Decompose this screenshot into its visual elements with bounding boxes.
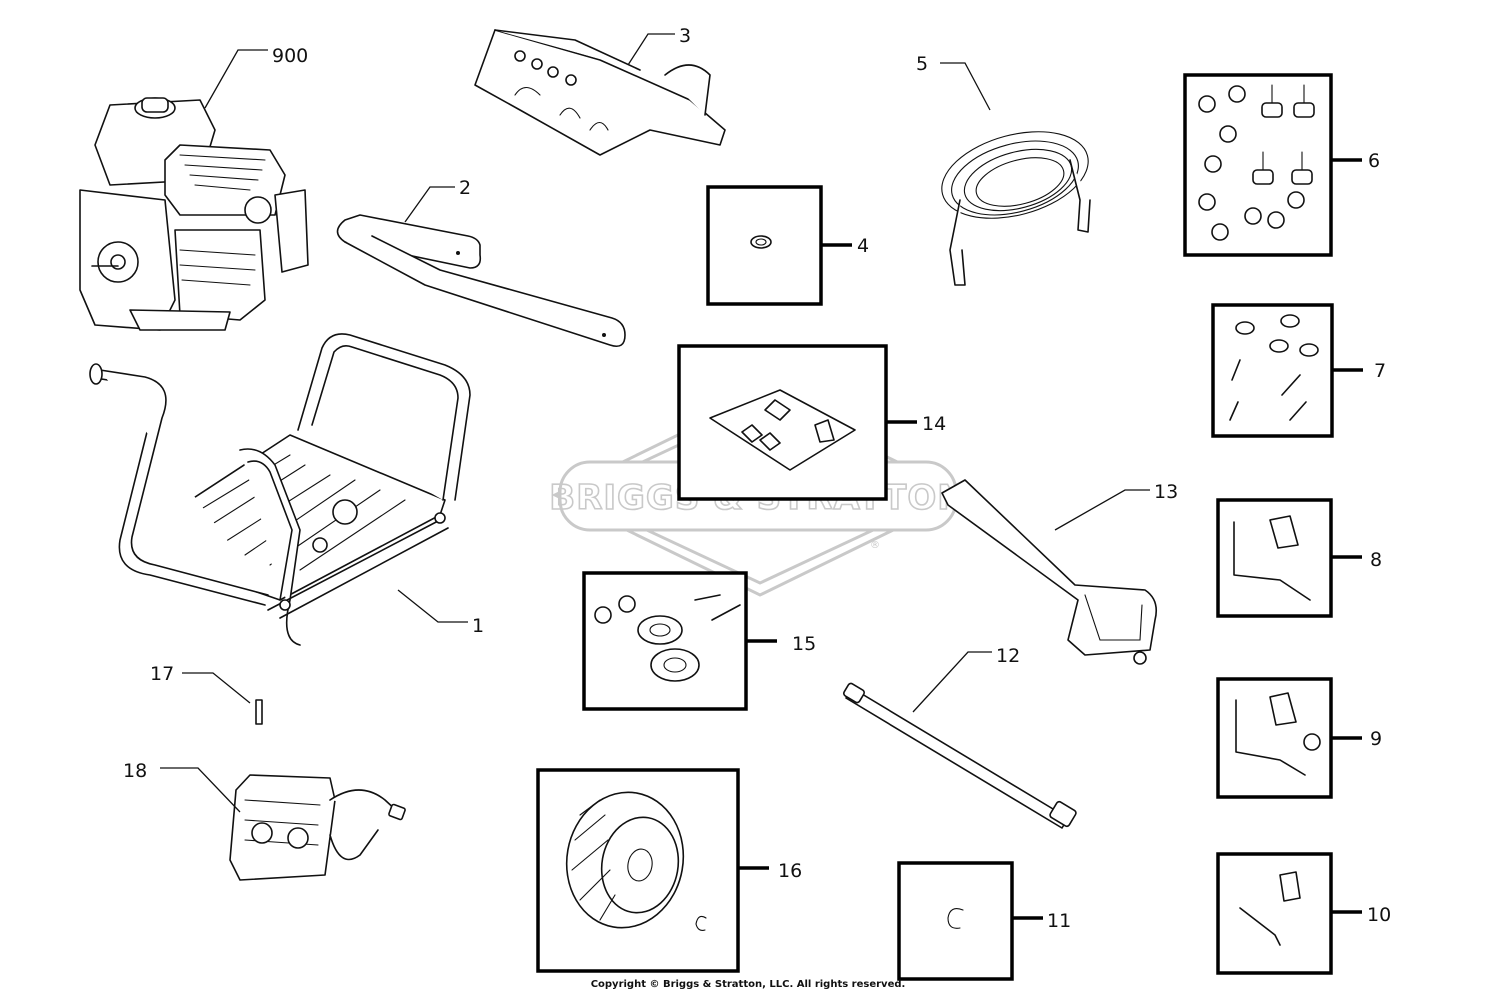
part-11-clip-box xyxy=(897,861,1043,981)
label-1: 1 xyxy=(472,615,484,637)
label-12: 12 xyxy=(996,645,1020,667)
label-6: 6 xyxy=(1368,150,1380,172)
part-4-kit-box xyxy=(706,185,852,306)
part-14-nozzle-kit-box xyxy=(677,344,917,501)
part-13-spray-gun xyxy=(941,479,1158,665)
label-9: 9 xyxy=(1370,728,1382,750)
label-11: 11 xyxy=(1047,910,1071,932)
part-5-high-pressure-hose xyxy=(941,131,1091,286)
label-2: 2 xyxy=(459,177,471,199)
label-15: 15 xyxy=(792,633,816,655)
copyright-notice: Copyright © Briggs & Stratton, LLC. All … xyxy=(591,979,906,990)
part-8-handle-bolt-box xyxy=(1216,498,1362,618)
label-5: 5 xyxy=(916,53,928,75)
label-10: 10 xyxy=(1367,904,1391,926)
label-14: 14 xyxy=(922,413,946,435)
part-16-wheel-box xyxy=(536,768,769,973)
part-1-frame xyxy=(89,333,471,646)
part-17-pin xyxy=(255,699,263,725)
part-6-hardware-box xyxy=(1183,73,1362,257)
part-3-pump-cradle xyxy=(474,29,726,156)
part-15-wheel-hardware-box xyxy=(582,571,777,711)
label-7: 7 xyxy=(1374,360,1386,382)
label-8: 8 xyxy=(1370,549,1382,571)
part-7-hardware-box xyxy=(1211,303,1363,438)
label-16: 16 xyxy=(778,860,802,882)
part-12-spray-lance xyxy=(842,682,1077,829)
part-2-cross-bar xyxy=(336,214,626,348)
label-18: 18 xyxy=(123,760,147,782)
watermark-registered-mark: ® xyxy=(870,540,880,551)
label-13: 13 xyxy=(1154,481,1178,503)
part-9-handle-bolt-box xyxy=(1216,677,1362,799)
part-18-pump xyxy=(229,774,406,881)
label-3: 3 xyxy=(679,25,691,47)
label-900: 900 xyxy=(272,45,308,67)
label-4: 4 xyxy=(857,235,869,257)
label-17: 17 xyxy=(150,663,174,685)
part-900-engine xyxy=(79,97,309,331)
part-10-bolt-knob-box xyxy=(1216,852,1362,975)
